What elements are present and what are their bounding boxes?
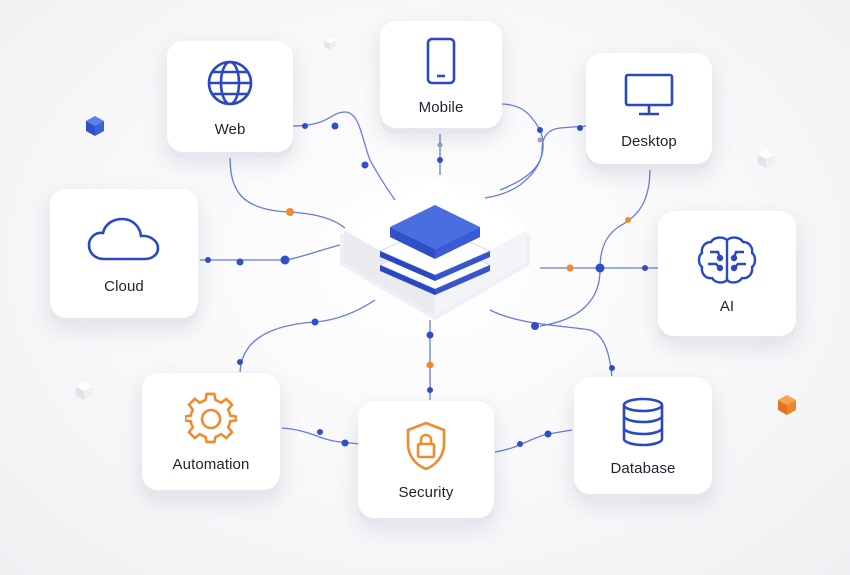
central-hub xyxy=(340,179,530,320)
connector-security-database xyxy=(494,429,573,453)
node-security[interactable]: Security xyxy=(358,400,494,518)
node-label: Cloud xyxy=(104,277,144,295)
smartphone-icon xyxy=(413,33,469,89)
node-label: Database xyxy=(610,459,676,477)
node-cloud[interactable]: Cloud xyxy=(50,188,198,318)
connector-desktop-down xyxy=(599,167,651,269)
node-automation[interactable]: Automation xyxy=(142,372,280,490)
monitor-icon xyxy=(621,67,677,123)
connector-web-down xyxy=(229,155,346,229)
stacked-layers-icon xyxy=(378,205,492,295)
node-ai[interactable]: AI xyxy=(658,210,796,336)
brain-icon xyxy=(695,232,759,288)
decorative-cube-white-right xyxy=(757,149,775,169)
connector-ai-down xyxy=(539,269,601,327)
decorative-cube-blue xyxy=(86,116,104,136)
node-label: Desktop xyxy=(621,132,677,150)
connector-automation-security xyxy=(281,427,361,445)
decorative-cube-orange xyxy=(778,395,796,415)
node-label: Automation xyxy=(172,455,250,473)
connector-database xyxy=(489,309,613,379)
connector-desktop xyxy=(499,125,587,191)
database-icon xyxy=(615,394,671,450)
node-label: Security xyxy=(398,483,454,501)
node-label: Mobile xyxy=(418,98,464,116)
connector-cloud xyxy=(200,244,341,261)
node-database[interactable]: Database xyxy=(574,376,712,494)
node-desktop[interactable]: Desktop xyxy=(586,52,712,164)
shield-lock-icon xyxy=(398,418,454,474)
decorative-cube-white-top xyxy=(324,37,336,50)
node-label: AI xyxy=(719,297,735,315)
decorative-cube-white-left xyxy=(75,381,93,401)
cloud-icon xyxy=(84,212,164,268)
connector-web xyxy=(291,111,396,201)
node-label: Web xyxy=(214,120,246,138)
globe-icon xyxy=(202,55,258,111)
node-web[interactable]: Web xyxy=(167,40,293,152)
gear-icon xyxy=(183,390,239,446)
node-mobile[interactable]: Mobile xyxy=(380,20,502,128)
